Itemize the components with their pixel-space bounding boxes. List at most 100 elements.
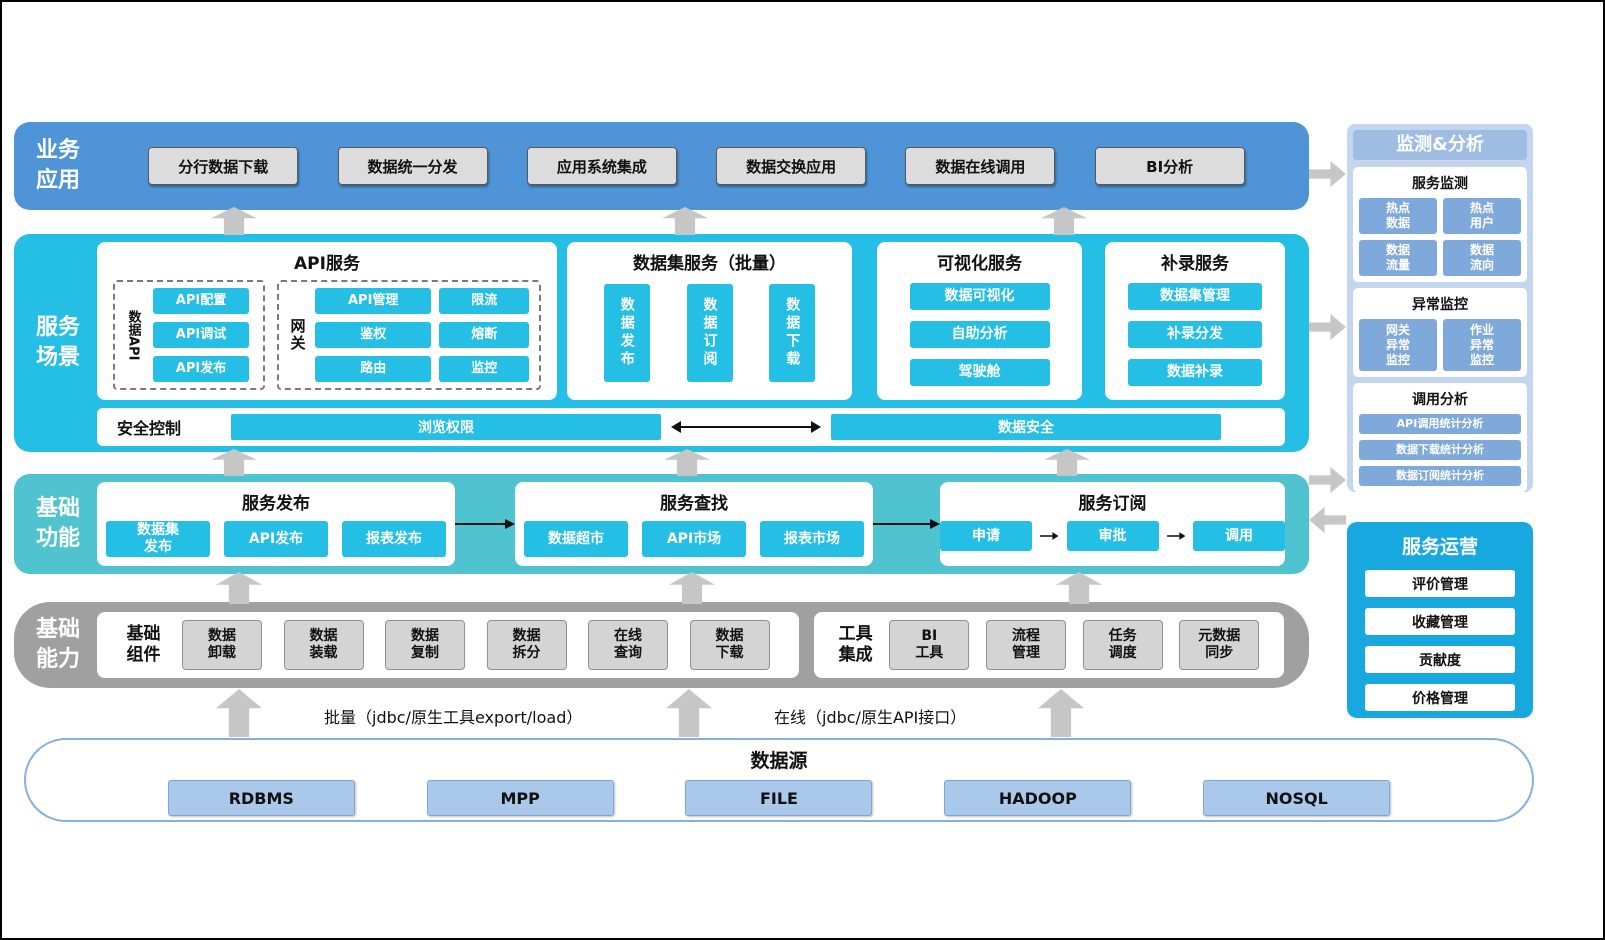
- business-app-system-integration: 应用系统集成: [526, 147, 677, 185]
- report-market-item: 报表市场: [760, 521, 864, 557]
- gateway-group: 网关 API管理 限流 鉴权 熔断 路由 监控: [277, 280, 541, 390]
- supplement-title: 补录服务: [1161, 254, 1229, 274]
- source-mpp: MPP: [426, 780, 614, 816]
- source-hadoop: HADOOP: [944, 780, 1132, 816]
- hot-data-item: 热点 数据: [1359, 198, 1437, 234]
- data-publish-item: 数据发布: [603, 284, 650, 382]
- call-analysis-card: 调用分析 API调用统计分析 数据下载统计分析 数据订阅统计分析: [1353, 383, 1527, 492]
- up-arrow: [211, 207, 257, 235]
- data-api-group: 数据API API配置 API调试 API发布: [113, 280, 265, 390]
- api-call-stats-item: API调用统计分析: [1359, 414, 1521, 434]
- report-publish-item: 报表发布: [342, 521, 446, 557]
- data-download-item: 数据下载: [769, 284, 816, 382]
- api-publish-fn-item: API发布: [224, 521, 328, 557]
- data-source-row: RDBMS MPP FILE HADOOP NOSQL: [26, 780, 1532, 816]
- cockpit-item: 驾驶舱: [909, 359, 1050, 386]
- data-security-bar: 数据安全: [831, 414, 1221, 440]
- source-rdbms: RDBMS: [167, 780, 355, 816]
- monitoring-analysis-panel: 监测&分析 服务监测 热点 数据 热点 用户 数据 流量 数据 流向 异常监控 …: [1347, 124, 1533, 492]
- apply-item: 申请: [940, 521, 1032, 551]
- service-monitor-title: 服务监测: [1412, 176, 1468, 192]
- monitoring-panel-title: 监测&分析: [1353, 130, 1527, 160]
- service-monitor-card: 服务监测 热点 数据 热点 用户 数据 流量 数据 流向: [1353, 167, 1527, 282]
- up-arrow: [216, 689, 262, 737]
- metadata-sync-item: 元数据 同步: [1179, 620, 1260, 670]
- right-arrow: [1309, 467, 1346, 493]
- up-arrow: [1041, 207, 1087, 235]
- visualization-service-panel: 可视化服务 数据可视化 自助分析 驾驶舱: [877, 242, 1082, 400]
- business-layer-label: 业务 应用: [35, 138, 80, 193]
- service-monitor-items: 热点 数据 热点 用户 数据 流量 数据 流向: [1359, 198, 1521, 276]
- data-load-item: 数据 装载: [283, 620, 364, 670]
- service-publish-items: 数据集 发布 API发布 报表发布: [97, 521, 455, 557]
- data-subscribe-item: 数据订阅: [686, 284, 733, 382]
- up-arrow: [211, 449, 257, 476]
- flow-arrow-icon: [455, 519, 515, 529]
- basic-components-panel: 基础 组件 数据 卸载 数据 装载 数据 复制 数据 拆分 在线 查询 数据 下…: [97, 612, 799, 678]
- dataset-service-items: 数据发布 数据订阅 数据下载: [567, 274, 852, 382]
- exception-monitor-items: 网关 异常 监控 作业 异常 监控: [1359, 319, 1521, 371]
- task-schedule-item: 任务 调度: [1082, 620, 1163, 670]
- self-service-analysis-item: 自助分析: [909, 321, 1050, 348]
- right-arrow: [1309, 161, 1346, 187]
- left-arrow: [1309, 507, 1346, 533]
- dataset-service-title: 数据集服务（批量）: [633, 254, 786, 274]
- process-manage-item: 流程 管理: [985, 620, 1066, 670]
- api-service-panel: API服务 数据API API配置 API调试 API发布 网关 API管理 限…: [97, 242, 557, 400]
- service-publish-title: 服务发布: [242, 494, 310, 514]
- business-app-unified-distribution: 数据统一分发: [337, 147, 488, 185]
- flow-arrow-icon: [873, 519, 940, 529]
- api-service-title: API服务: [294, 254, 360, 274]
- gateway-api-manage-item: API管理: [315, 288, 432, 314]
- scenarios-layer-label: 服务 场景: [35, 315, 80, 370]
- basic-components-label: 基础 组件: [126, 623, 161, 665]
- contribution-item: 贡献度: [1365, 646, 1515, 673]
- dataset-publish-item: 数据集 发布: [106, 521, 210, 557]
- gateway-rate-limit-item: 限流: [439, 288, 529, 314]
- data-download-cap-item: 数据 下载: [689, 620, 770, 670]
- business-app-row: 分行数据下载 数据统一分发 应用系统集成 数据交换应用 数据在线调用 BI分析: [109, 122, 1284, 210]
- exception-monitor-title: 异常监控: [1412, 297, 1468, 313]
- up-arrow: [1038, 689, 1084, 737]
- download-stats-item: 数据下载统计分析: [1359, 440, 1521, 460]
- tool-integration-panel: 工具 集成 BI 工具 流程 管理 任务 调度 元数据 同步: [814, 612, 1284, 678]
- supplement-service-panel: 补录服务 数据集管理 补录分发 数据补录: [1105, 242, 1285, 400]
- online-connection-label: 在线（jdbc/原生API接口）: [774, 708, 967, 727]
- service-search-panel: 服务查找 数据超市 API市场 报表市场: [515, 482, 873, 566]
- source-file: FILE: [685, 780, 873, 816]
- layer-business-apps: 业务 应用 分行数据下载 数据统一分发 应用系统集成 数据交换应用 数据在线调用…: [14, 122, 1309, 210]
- functions-layer-label: 基础 功能: [35, 496, 80, 551]
- up-arrow: [666, 689, 712, 737]
- service-subscribe-panel: 服务订阅 申请 审批 调用: [940, 482, 1285, 566]
- call-analysis-title: 调用分析: [1412, 392, 1468, 408]
- up-arrow: [669, 572, 715, 604]
- service-publish-panel: 服务发布 数据集 发布 API发布 报表发布: [97, 482, 455, 566]
- approve-item: 审批: [1066, 521, 1159, 551]
- gateway-circuit-break-item: 熔断: [439, 322, 529, 348]
- business-app-online-call: 数据在线调用: [905, 147, 1056, 185]
- gateway-items: API管理 限流 鉴权 熔断 路由 监控: [311, 287, 533, 383]
- supplement-distribute-item: 补录分发: [1128, 321, 1262, 348]
- security-control-label: 安全控制: [117, 419, 182, 438]
- up-arrow: [1056, 572, 1102, 604]
- dataset-manage-item: 数据集管理: [1128, 283, 1262, 310]
- data-api-items: API配置 API调试 API发布: [145, 287, 257, 383]
- up-arrow: [662, 207, 708, 235]
- security-control-row: 安全控制 浏览权限 数据安全: [97, 408, 1285, 446]
- tool-integration-label: 工具 集成: [838, 623, 873, 665]
- data-api-label: 数据API: [125, 309, 141, 361]
- data-source-title: 数据源: [750, 750, 808, 772]
- subscribe-stats-item: 数据订阅统计分析: [1359, 466, 1521, 486]
- business-app-bi-analysis: BI分析: [1094, 147, 1245, 185]
- call-analysis-items: API调用统计分析 数据下载统计分析 数据订阅统计分析: [1359, 414, 1521, 486]
- price-manage-item: 价格管理: [1365, 684, 1515, 711]
- business-app-branch-download: 分行数据下载: [148, 147, 299, 185]
- data-split-item: 数据 拆分: [486, 620, 567, 670]
- api-publish-item: API发布: [153, 356, 249, 382]
- job-exception-item: 作业 异常 监控: [1443, 319, 1521, 371]
- gateway-exception-item: 网关 异常 监控: [1359, 319, 1437, 371]
- up-arrow: [216, 572, 262, 604]
- hot-users-item: 热点 用户: [1443, 198, 1521, 234]
- invoke-item: 调用: [1193, 521, 1285, 551]
